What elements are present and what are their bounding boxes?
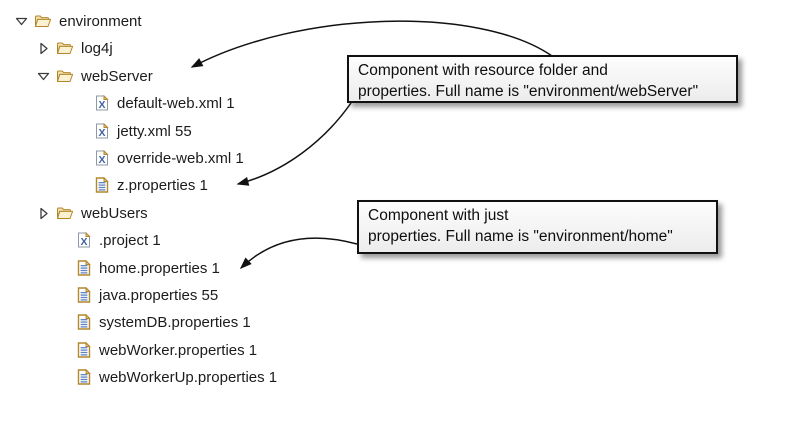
tree-item-label: webWorker.properties 1 (99, 341, 258, 359)
callout-home: Component with just properties. Full nam… (357, 200, 718, 254)
open-folder-icon (56, 69, 74, 83)
tree-item-label: .project 1 (99, 231, 161, 249)
tree-item-environment[interactable]: environment (14, 8, 142, 34)
tree-item-java-properties[interactable]: java.properties 55 (76, 282, 218, 308)
tree-item-jetty-xml[interactable]: jetty.xml 55 (94, 118, 192, 144)
chevron-right-icon[interactable] (36, 42, 50, 55)
tree-item-override-web-xml[interactable]: override-web.xml 1 (94, 145, 244, 171)
tree-item-label: z.properties 1 (117, 176, 208, 194)
open-folder-icon (56, 206, 74, 220)
open-folder-icon (34, 14, 52, 28)
xml-file-icon (94, 123, 110, 139)
open-folder-icon (56, 41, 74, 55)
xml-file-icon (94, 95, 110, 111)
tree-item-webserver[interactable]: webServer (36, 63, 153, 89)
tree-item-webworkerup-properties[interactable]: webWorkerUp.properties 1 (76, 364, 277, 390)
chevron-down-icon[interactable] (14, 15, 28, 28)
tree-item-systemdb-properties[interactable]: systemDB.properties 1 (76, 309, 251, 335)
tree-item-label: jetty.xml 55 (117, 122, 192, 140)
xml-file-icon (94, 150, 110, 166)
tree-item-label: environment (59, 12, 142, 30)
tree-item-label: webServer (81, 67, 153, 85)
tree-item-label: home.properties 1 (99, 259, 220, 277)
chevron-down-icon[interactable] (36, 70, 50, 83)
callout-text-line: Component with just (368, 207, 509, 224)
tree-item-label: systemDB.properties 1 (99, 313, 251, 331)
tree-item-default-web-xml[interactable]: default-web.xml 1 (94, 90, 235, 116)
callout-webserver: Component with resource folder and prope… (347, 55, 738, 103)
tree-item-home-properties[interactable]: home.properties 1 (76, 255, 220, 281)
tree-item-label: log4j (81, 39, 113, 57)
tree-item-label: default-web.xml 1 (117, 94, 235, 112)
arrow-to-home-properties (239, 237, 358, 270)
xml-file-icon (76, 232, 92, 248)
tree-item-webworker-properties[interactable]: webWorker.properties 1 (76, 337, 257, 363)
tree-item-label: webUsers (81, 204, 148, 222)
tree-item-label: override-web.xml 1 (117, 149, 244, 167)
tree-item-label: webWorkerUp.properties 1 (99, 368, 278, 386)
chevron-right-icon[interactable] (36, 207, 50, 220)
properties-file-icon (76, 314, 92, 330)
callout-text-line: properties. Full name is "environment/we… (358, 83, 699, 100)
properties-file-icon (94, 177, 110, 193)
tree-item-project[interactable]: .project 1 (76, 227, 161, 253)
properties-file-icon (76, 369, 92, 385)
tree-item-label: java.properties 55 (99, 286, 219, 304)
properties-file-icon (76, 287, 92, 303)
tree-item-log4j[interactable]: log4j (36, 35, 113, 61)
tree-item-webusers[interactable]: webUsers (36, 200, 148, 226)
callout-text-line: Component with resource folder and (358, 62, 608, 79)
properties-file-icon (76, 260, 92, 276)
arrow-to-z-properties (236, 102, 352, 186)
callout-text-line: properties. Full name is "environment/ho… (368, 228, 673, 245)
tree-item-z-properties[interactable]: z.properties 1 (94, 172, 208, 198)
properties-file-icon (76, 342, 92, 358)
